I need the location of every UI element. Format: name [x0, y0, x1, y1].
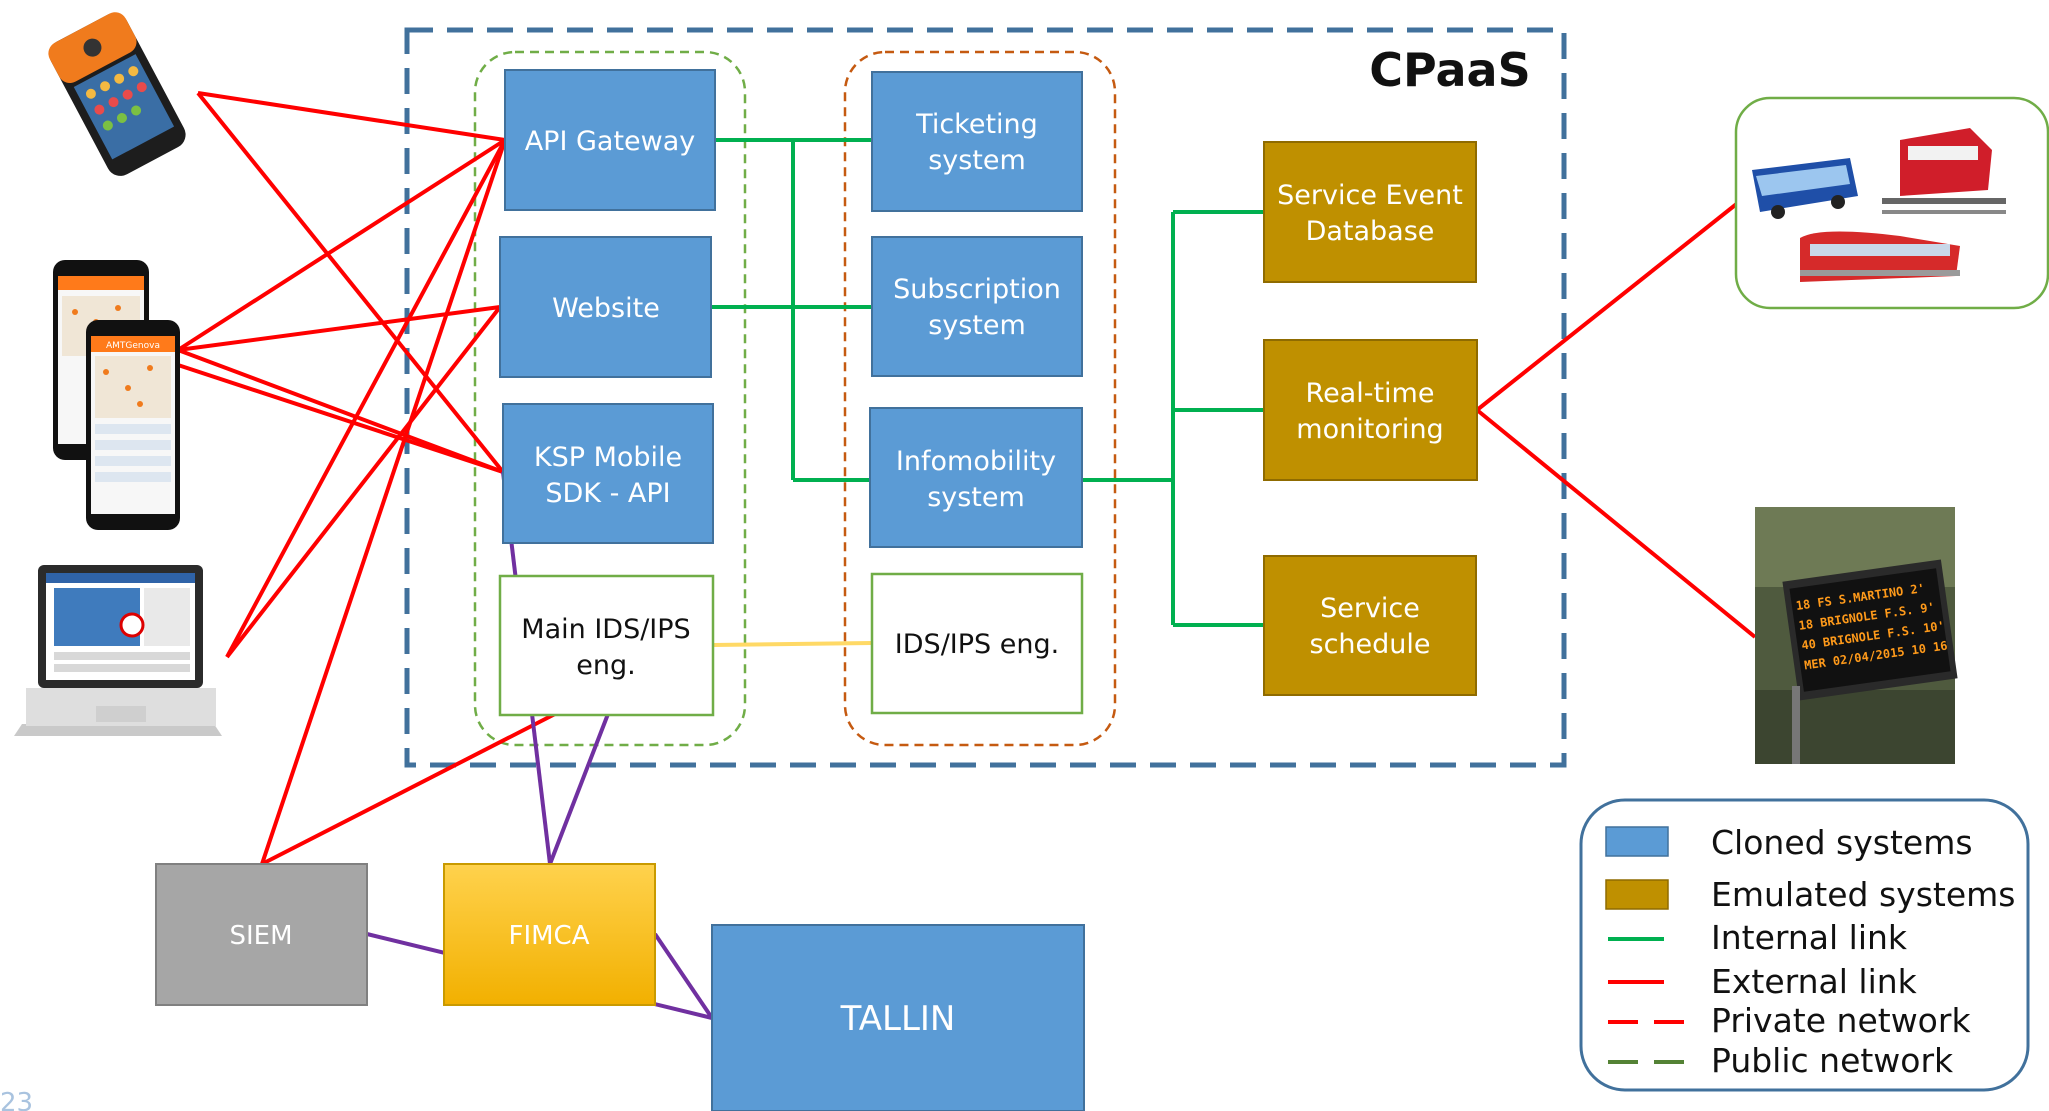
website-label: Website [552, 293, 660, 324]
subscription-label-1: Subscription [893, 274, 1061, 305]
realtime-label-1: Real-time [1306, 378, 1435, 409]
ids-sync-link [712, 641, 873, 647]
realtime-label-2: monitoring [1296, 414, 1443, 445]
transport-vehicles-icon [1734, 96, 2049, 310]
ksp-mobile-box: KSP Mobile SDK - API [502, 403, 714, 544]
infomobility-box: Infomobility system [869, 407, 1083, 548]
ticketing-label-2: system [928, 145, 1026, 176]
ksp-mobile-label-2: SDK - API [545, 478, 670, 509]
legend-private: Private network [1711, 1001, 1971, 1040]
service-event-box: Service Event Database [1263, 141, 1477, 283]
fimca-label: FIMCA [509, 921, 590, 951]
subscription-label-2: system [928, 310, 1026, 341]
legend-cloned: Cloned systems [1711, 823, 1973, 862]
tallin-label: TALLIN [840, 999, 956, 1039]
infomobility-label-2: system [927, 482, 1025, 513]
website-box: Website [499, 236, 712, 378]
ticketing-box: Ticketing system [871, 71, 1083, 212]
frontend-group [473, 50, 747, 747]
legend-swatch-emulated [1605, 879, 1669, 910]
legend-public: Public network [1711, 1041, 1954, 1080]
legend: Cloned systems Emulated systems Internal… [1579, 798, 2030, 1092]
bus-stop-display-icon: 18 FS S.MARTINO 2' 18 BRIGNOLE F.S. 9' 4… [1755, 507, 1958, 764]
internal-links [711, 138, 1264, 627]
schedule-label-1: Service [1320, 593, 1420, 624]
schedule-label-2: schedule [1310, 629, 1431, 660]
service-event-label-1: Service Event [1277, 180, 1463, 211]
siem-box: SIEM [155, 863, 368, 1006]
infomobility-label-1: Infomobility [896, 446, 1056, 477]
train-icon [1882, 128, 2006, 214]
tram-icon [1800, 231, 1960, 282]
fimca-box: FIMCA [443, 863, 656, 1006]
ids-eng-box: IDS/IPS eng. [870, 572, 1084, 715]
legend-swatch-cloned [1605, 826, 1669, 857]
api-gateway-label: API Gateway [525, 126, 696, 157]
cpaas-boundary [404, 27, 1567, 768]
pos-terminal-icon [48, 12, 186, 176]
smartphones-icon: AMTGenova [53, 260, 180, 530]
api-gateway-box: API Gateway [504, 69, 716, 211]
page-number: 23 [0, 1088, 33, 1111]
bus-icon [1752, 158, 1858, 219]
main-ids-box: Main IDS/IPS eng. [498, 574, 715, 717]
legend-internal: Internal link [1711, 918, 1908, 957]
cpaas-title: CPaaS [1369, 43, 1530, 97]
ticketing-label-1: Ticketing [915, 109, 1038, 140]
external-links [176, 91, 1757, 866]
schedule-box: Service schedule [1263, 555, 1477, 696]
legend-emulated: Emulated systems [1711, 875, 2015, 914]
subscription-box: Subscription system [871, 236, 1083, 377]
ids-eng-label: IDS/IPS eng. [895, 629, 1059, 660]
backend-group [843, 50, 1117, 747]
siem-label: SIEM [229, 921, 292, 951]
ksp-mobile-label-1: KSP Mobile [534, 442, 682, 473]
realtime-box: Real-time monitoring [1263, 339, 1478, 481]
service-event-label-2: Database [1306, 216, 1435, 247]
legend-external: External link [1711, 962, 1918, 1001]
main-ids-label-1: Main IDS/IPS [521, 614, 690, 645]
main-ids-label-2: eng. [576, 650, 635, 681]
tallin-box: TALLIN [711, 924, 1085, 1111]
laptop-icon [14, 565, 222, 736]
phone-app-header: AMTGenova [106, 341, 160, 351]
